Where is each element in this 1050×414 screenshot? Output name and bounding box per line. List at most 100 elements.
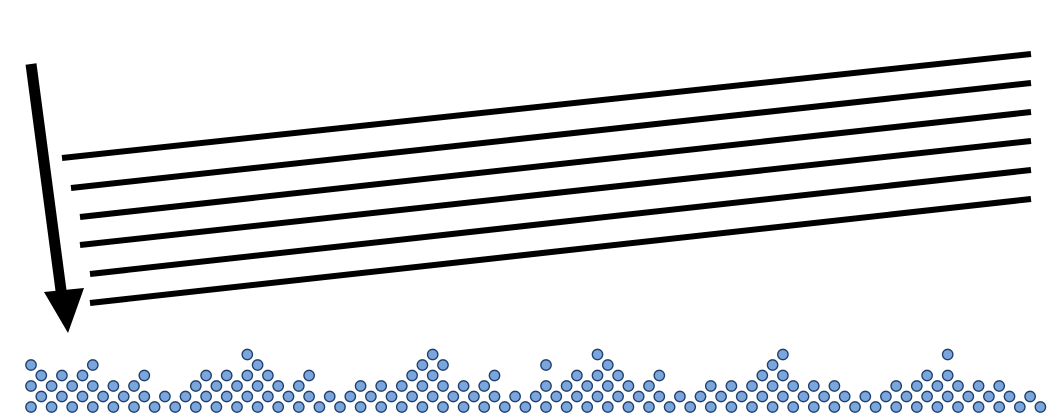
surface-atom: [663, 401, 676, 413]
surface-atom: [251, 380, 264, 392]
surface-atom: [993, 380, 1006, 392]
surface-atom: [272, 380, 285, 392]
surface-atom: [365, 390, 377, 403]
surface-atom: [66, 401, 79, 413]
surface-atom: [210, 401, 223, 413]
surface-atom: [746, 401, 758, 413]
surface-atom: [25, 359, 37, 371]
surface-atom: [900, 390, 913, 403]
surface-atom: [385, 390, 398, 403]
surface-atom: [828, 380, 841, 392]
surface-atom: [416, 380, 429, 392]
surface-atom: [735, 390, 748, 403]
surface-atom: [612, 369, 624, 382]
surface-atom: [334, 401, 346, 413]
surface-atom: [952, 401, 964, 413]
surface-atom: [406, 390, 418, 403]
surface-atom: [416, 401, 429, 413]
surface-atom: [468, 390, 480, 403]
surface-atom: [395, 401, 408, 413]
surface-atom: [241, 390, 254, 403]
surface-atom: [148, 401, 161, 413]
surface-atom: [323, 390, 336, 403]
surface-atom: [45, 401, 58, 413]
surface-atom: [983, 390, 995, 403]
surface-atom: [107, 401, 120, 413]
surface-atom: [910, 380, 923, 392]
surface-atom: [571, 390, 583, 403]
surface-atom: [1003, 390, 1016, 403]
arrow-shaft: [25, 63, 68, 299]
surface-atom: [56, 369, 68, 382]
surface-atom: [766, 380, 779, 392]
surface-atom: [777, 369, 789, 382]
surface-atom: [488, 390, 501, 403]
rough-surface-atoms: [25, 348, 1047, 413]
surface-atom: [426, 369, 439, 382]
surface-atom: [292, 401, 305, 413]
surface-atom: [426, 390, 439, 403]
surface-atom: [128, 401, 140, 413]
surface-atom: [303, 390, 315, 403]
surface-atom: [1013, 401, 1026, 413]
surface-atom: [818, 390, 830, 403]
surface-atom: [169, 401, 182, 413]
surface-atom: [231, 401, 243, 413]
surface-atom: [97, 390, 109, 403]
surface-atom: [571, 369, 583, 382]
surface-atom: [437, 359, 449, 371]
surface-atom: [890, 401, 903, 413]
surface-atom: [931, 380, 944, 392]
surface-atom: [509, 390, 521, 403]
surface-atom: [498, 401, 511, 413]
surface-atom: [200, 390, 212, 403]
surface-atom: [766, 401, 779, 413]
surface-atom: [189, 380, 202, 392]
surface-atom: [591, 390, 604, 403]
surface-atom: [231, 380, 243, 392]
surface-atom: [406, 369, 418, 382]
incident-beam-lines: [61, 51, 1032, 306]
surface-atom: [251, 359, 264, 371]
surface-atom: [117, 390, 130, 403]
surface-atom: [416, 359, 429, 371]
surface-atom: [272, 401, 285, 413]
surface-atom: [632, 390, 645, 403]
surface-atom: [704, 380, 717, 392]
surface-atom: [941, 348, 954, 361]
surface-atom: [797, 390, 810, 403]
arrow-head: [44, 288, 84, 333]
surface-atom: [941, 369, 954, 382]
surface-atom: [35, 369, 48, 382]
surface-atom: [962, 390, 975, 403]
surface-atom: [684, 401, 697, 413]
surface-atom: [694, 390, 707, 403]
surface-atom: [189, 401, 202, 413]
surface-atom: [344, 390, 357, 403]
surface-atom: [282, 390, 295, 403]
surface-atom: [581, 401, 594, 413]
surface-atom: [437, 380, 449, 392]
surface-atom: [952, 380, 964, 392]
surface-atom: [241, 369, 254, 382]
surface-atom: [179, 390, 192, 403]
surface-atom: [354, 401, 367, 413]
surface-atom: [674, 390, 686, 403]
beam-line-3: [79, 109, 1032, 220]
surface-atom: [941, 390, 954, 403]
surface-atom: [45, 380, 58, 392]
surface-atom: [56, 390, 68, 403]
surface-atom: [787, 401, 800, 413]
surface-atom: [488, 369, 501, 382]
surface-atom: [746, 380, 758, 392]
surface-atom: [540, 401, 552, 413]
surface-atom: [437, 401, 449, 413]
surface-atom: [828, 401, 841, 413]
surface-atom: [560, 401, 573, 413]
surface-atom: [921, 369, 933, 382]
surface-atom: [550, 390, 563, 403]
surface-atom: [859, 390, 872, 403]
surface-atom: [76, 369, 89, 382]
